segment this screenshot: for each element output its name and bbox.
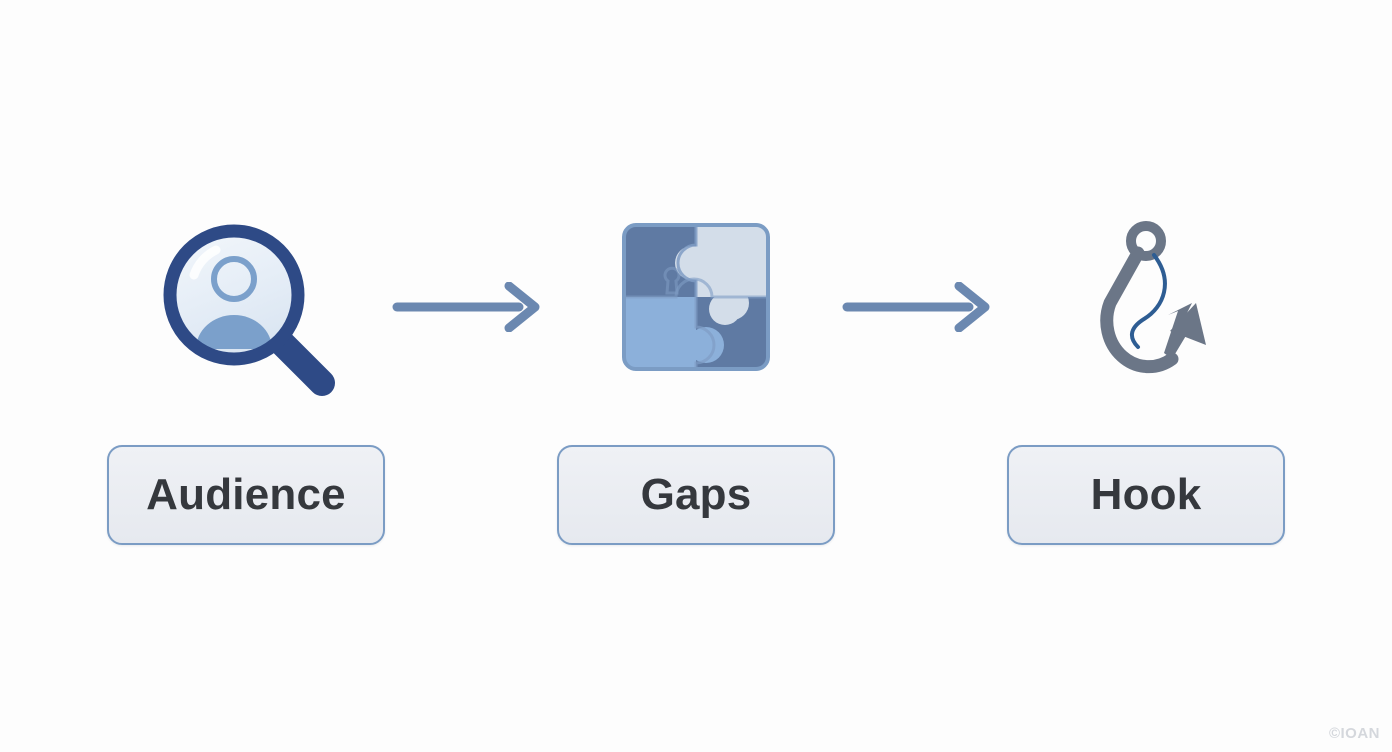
label-box-hook[interactable]: Hook (1007, 445, 1285, 545)
label-box-gaps[interactable]: Gaps (557, 445, 835, 545)
arrow-right-icon (392, 282, 540, 332)
stage-label: Hook (1090, 470, 1202, 519)
arrow-right-icon (842, 282, 990, 332)
stage-label: Audience (146, 470, 346, 519)
puzzle-pieces-icon (596, 207, 796, 407)
connector-audience-to-gaps (385, 207, 557, 407)
stage-hook: Hook (1007, 207, 1285, 545)
connector-gaps-to-hook (835, 207, 1007, 407)
watermark: ©IOAN (1328, 725, 1380, 742)
stage-audience: Audience (107, 207, 385, 545)
stage-gaps: Gaps (557, 207, 835, 545)
magnifier-person-icon (146, 207, 346, 407)
stage-label: Gaps (640, 470, 752, 519)
fishing-hook-icon (1046, 207, 1246, 407)
label-box-audience[interactable]: Audience (107, 445, 385, 545)
